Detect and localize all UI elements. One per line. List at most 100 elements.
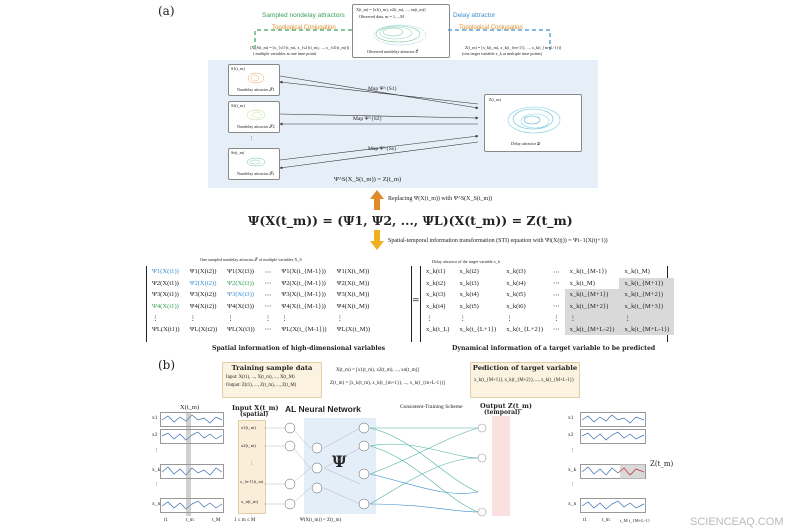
observed-attractor-caption: Observed nondelay attractor 𝒪: [367, 49, 419, 54]
left-matrix-cell: ΨL(X(t_{M-1})): [281, 325, 327, 333]
left-matrix-cell: ⋮: [189, 314, 197, 322]
input-node-4: x_{n-1}(t_m): [240, 479, 264, 484]
delay-box-head: Z(t_m): [489, 97, 501, 102]
right-matrix-cell: x_k(t2): [459, 268, 479, 276]
right-matrix-cell: x_k(t4): [459, 291, 479, 299]
left-matrix-cell: ⋮: [336, 314, 344, 322]
output-vector: [492, 416, 510, 516]
prediction-box: Pediction of target variable x_k(t_{M+1}…: [470, 362, 580, 398]
left-matrix-cell: Ψ4(X(t_M)): [336, 302, 370, 310]
observed-definition: X(t_m) = [x1(t_m), x2(t_m), ..., xn(t_m)…: [356, 7, 426, 12]
watermark: SCIENCEAQ.COM: [690, 516, 784, 528]
right-matrix: x_k(t1) x_k(t2) x_k(t3) ⋯ x_k(t_{M-1}) x_k(t_…: [420, 266, 675, 342]
right-matrix-cell: ⋯: [553, 280, 560, 288]
input-title: Input X(t_m): [232, 404, 279, 412]
left-matrix-cell: ΨL(X(t3)): [227, 325, 255, 333]
consistent-training-title: Consistent-Training Scheme: [400, 404, 463, 410]
left-matrix-cell: Ψ3(X(t2)): [189, 291, 217, 299]
right-matrix-cell: x_k(t_{M+2}): [564, 300, 620, 312]
z-series-stack: [580, 412, 646, 516]
right-matrix-cell: x_k(t_{L+1}): [459, 325, 497, 333]
attractor-2-label: Nondelay attractor 𝒮2: [237, 124, 275, 129]
right-matrix-cell: x_k(t_{M-1}): [569, 268, 607, 276]
attractor-3-label: Nondelay attractor 𝒮s: [237, 171, 275, 176]
left-matrix-cell: ⋯: [264, 280, 272, 288]
prediction-title: Pediction of target variable: [472, 364, 578, 372]
right-matrix-cell: x_k(t6): [506, 302, 526, 310]
delay-attractor-title: Delay attractor: [453, 12, 496, 19]
panel-a-label: (a): [158, 4, 175, 18]
network-connections: [264, 422, 487, 517]
map-label-1: Map Ψ^{S1}: [368, 86, 398, 92]
map-label-2: Map Ψ^{S2}: [353, 116, 383, 122]
left-matrix-cell: Ψ1(X(t3)): [227, 268, 254, 276]
output-subtitle: (temporal): [484, 409, 521, 416]
right-matrix-cell: ⋮: [426, 314, 433, 322]
left-row-label-4: x_k: [152, 467, 161, 473]
right-matrix-cell: x_k(t5): [459, 302, 479, 310]
psi-equation: Ψ(X(t_m)) = Z(t_m): [300, 518, 342, 523]
right-matrix-row: x_k(t2)x_k(t3)x_k(t4)⋯x_k(t_M)x_k(t_{M+1…: [421, 277, 675, 289]
left-matrix-row: Ψ1(X(t1))Ψ1(X(t2))Ψ1(X(t3))⋯Ψ1(X(t_{M-1}…: [147, 266, 375, 278]
down-arrow-icon: [370, 230, 384, 250]
right-matrix-cell: x_k(t3): [506, 268, 526, 276]
input-vector: x1(t_m) x2(t_m) ⋮ x_{n-1}(t_m) x_n(t_m): [238, 420, 266, 514]
psi-symbol: Ψ: [332, 452, 347, 471]
right-matrix-cell: x_k(t4): [506, 279, 526, 287]
attractor-1-plot: [247, 72, 265, 84]
observed-attractor-box: X(t_m) = [x1(t_m), x2(t_m), ..., xn(t_m)…: [352, 4, 450, 58]
left-matrix-cell: ⋯: [264, 326, 272, 334]
attractor-2-plot: [246, 109, 266, 121]
left-matrix-cell: ΨL(X(t1)): [152, 325, 180, 333]
right-matrix-cell: x_k(t_{L+2}): [506, 325, 544, 333]
input-node-1: x1(t_m): [241, 425, 256, 430]
left-matrix-cell: ⋯: [264, 268, 272, 276]
right-matrix-row: x_k(t1)x_k(t2)x_k(t3)⋯x_k(t_{M-1})x_k(t_…: [421, 266, 674, 278]
right-matrix-cell: x_k(t_{M+2}): [619, 289, 675, 301]
right-definition-line2: (one target variable x_k at multiple tim…: [462, 51, 543, 56]
right-matrix-row: x_k(t3)x_k(t4)x_k(t5)⋯x_k(t_{M+1})x_k(t_…: [421, 289, 675, 301]
input-node-3: ⋮: [249, 461, 254, 466]
left-axis-tM: t_M: [212, 518, 221, 523]
attractor-1-label: Nondelay attractor 𝒮1: [237, 87, 275, 92]
training-input: Input: X(t1), ..., X(t_m), ..., X(t_M): [226, 375, 295, 380]
matrix-left-head: One sampled nondelay attractor 𝒮 of mult…: [200, 257, 302, 262]
left-matrix-row: Ψ4(X(t1))Ψ4(X(t2))Ψ4(X(t3))⋯Ψ4(X(t_{M-1}…: [147, 301, 375, 313]
right-matrix-cell: ⋮: [564, 312, 620, 324]
right-matrix-cell: x_k(t_M): [624, 268, 650, 276]
attractor-3-head: Ss(t_m): [231, 150, 245, 155]
right-matrix-cell: x_k(t_{M+L-1}): [619, 323, 675, 335]
right-row-label-1: x1: [568, 415, 574, 421]
left-row-label-1: x1: [152, 415, 158, 421]
left-matrix-cell: Ψ4(X(t_{M-1})): [281, 302, 326, 310]
right-matrix-cell: ⋯: [553, 326, 560, 334]
conjugation-connectors: [254, 29, 551, 50]
left-row-label-3: ⋮: [154, 448, 160, 454]
z-series-plots: [580, 412, 646, 513]
left-matrix-cell: Ψ1(X(t_M)): [336, 268, 370, 276]
x-series-title: X(t_m): [180, 404, 200, 411]
map-equation: Ψ^S(X_S(t_m)) = Z(t_m): [334, 176, 402, 183]
topo-conjugation-left: Topological Conjugation: [272, 25, 336, 31]
right-row-label-4: x_k: [568, 467, 577, 473]
right-matrix-cell: ⋮: [619, 312, 675, 324]
nondelay-attractor-2: S2(t_m) Nondelay attractor 𝒮2: [228, 101, 280, 133]
right-matrix-cell: ⋮: [459, 314, 467, 322]
sampled-attractors-title: Sampled nondelay attractors: [262, 12, 345, 19]
right-matrix-cell: x_k(t5): [506, 291, 526, 299]
right-matrix-cell: x_k(t1): [426, 268, 446, 276]
input-node-5: x_n(t_m): [241, 499, 259, 504]
training-output: Output: Z(t1), ..., Z(t_m), ..., Z(t_M): [226, 382, 297, 388]
right-matrix-cell: ⋮: [553, 314, 560, 322]
left-matrix-cell: Ψ2(X(t_M)): [336, 279, 370, 287]
left-matrix-cell: Ψ4(X(t3)): [227, 302, 254, 310]
output-title: Output Z(t_m): [480, 402, 532, 410]
prediction-values: x_k(t_{M+1}), x_k(t_{M+2}), ..., x_k(t_{…: [474, 378, 574, 383]
panel-b-label: (b): [158, 358, 176, 372]
right-axis-tm: t_m: [602, 518, 610, 523]
right-matrix-cell: x_k(t_{M+1}): [564, 289, 620, 301]
attractor-2-head: S2(t_m): [231, 103, 245, 108]
left-matrix-cell: ⋯: [264, 291, 272, 299]
right-matrix-cell: x_k(t_L): [426, 325, 450, 333]
sti-equation-text: Spatial-temporal information transformat…: [388, 238, 608, 244]
